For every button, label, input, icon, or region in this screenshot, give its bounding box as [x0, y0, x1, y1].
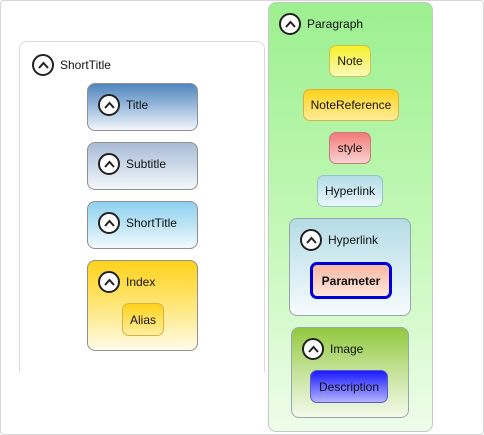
parameter-chip[interactable]: Parameter: [310, 262, 392, 299]
subtitle-group[interactable]: Subtitle: [87, 142, 198, 190]
style-label: style: [337, 141, 363, 155]
image-group[interactable]: Image Description: [291, 327, 409, 418]
shorttitle-expander[interactable]: ShortTitle: [32, 54, 111, 76]
shorttitle-header-label: ShortTitle: [60, 58, 111, 72]
chevron-up-icon[interactable]: [98, 153, 120, 175]
alias-label: Alias: [129, 312, 156, 327]
subtitle-label: Subtitle: [126, 157, 167, 171]
shorttitle-item-group[interactable]: ShortTitle: [87, 201, 198, 249]
alias-chip[interactable]: Alias: [122, 303, 164, 336]
paragraph-header-label: Paragraph: [307, 17, 364, 31]
index-label: Index: [126, 275, 156, 289]
parameter-label: Parameter: [321, 273, 381, 288]
hyperlink-chip-label: Hyperlink: [324, 184, 375, 198]
note-label: Note: [337, 54, 363, 68]
description-label: Description: [318, 379, 380, 394]
title-label: Title: [126, 98, 149, 112]
notereference-label: NoteReference: [310, 98, 392, 112]
title-group[interactable]: Title: [87, 83, 198, 131]
index-group[interactable]: Index Alias: [87, 260, 198, 351]
chevron-up-icon[interactable]: [98, 94, 120, 116]
hyperlink-group-label: Hyperlink: [328, 233, 379, 247]
chevron-up-icon[interactable]: [98, 212, 120, 234]
shorttitle-item-label: ShortTitle: [126, 216, 177, 230]
shorttitle-panel: ShortTitle Title Subtitle ShortTitle: [19, 41, 265, 372]
chevron-up-icon[interactable]: [98, 271, 120, 293]
hyperlink-expander[interactable]: Hyperlink: [300, 229, 378, 251]
index-expander[interactable]: Index: [98, 271, 155, 293]
hyperlink-chip[interactable]: Hyperlink: [317, 175, 383, 207]
description-chip[interactable]: Description: [310, 370, 388, 403]
chevron-up-icon[interactable]: [32, 54, 54, 76]
hyperlink-group[interactable]: Hyperlink Parameter: [289, 218, 411, 316]
chevron-up-icon[interactable]: [302, 338, 324, 360]
chevron-up-icon[interactable]: [279, 13, 301, 35]
style-chip[interactable]: style: [329, 132, 371, 164]
title-expander[interactable]: Title: [98, 94, 148, 116]
subtitle-expander[interactable]: Subtitle: [98, 153, 166, 175]
note-chip[interactable]: Note: [329, 45, 371, 77]
image-group-label: Image: [330, 342, 364, 356]
paragraph-expander[interactable]: Paragraph: [279, 13, 363, 35]
shorttitle-item-expander[interactable]: ShortTitle: [98, 212, 177, 234]
notereference-chip[interactable]: NoteReference: [303, 89, 399, 121]
image-expander[interactable]: Image: [302, 338, 363, 360]
paragraph-panel: Paragraph Note NoteReference style Hyper…: [268, 2, 433, 432]
chevron-up-icon[interactable]: [300, 229, 322, 251]
